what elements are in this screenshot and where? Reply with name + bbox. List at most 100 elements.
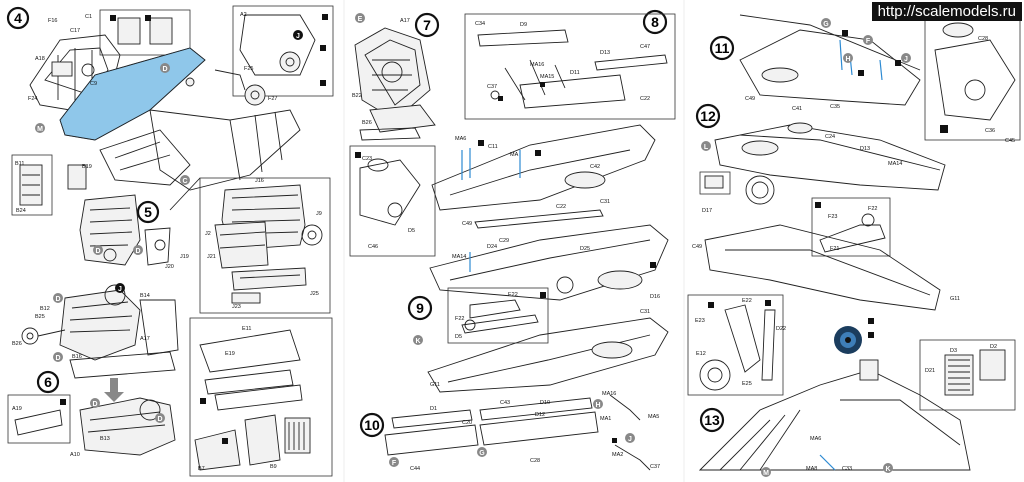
down-arrow-icon <box>104 378 124 402</box>
svg-text:C45: C45 <box>1005 138 1015 144</box>
svg-text:MA: MA <box>510 152 519 158</box>
step-number: 5 <box>144 204 152 220</box>
svg-text:D: D <box>157 416 162 423</box>
step-number: 10 <box>364 417 380 433</box>
svg-text:MA6: MA6 <box>810 436 821 442</box>
svg-text:M: M <box>763 470 769 477</box>
svg-text:F25: F25 <box>244 66 253 72</box>
svg-text:H: H <box>845 56 850 63</box>
svg-text:MA5: MA5 <box>648 414 659 420</box>
svg-text:C47: C47 <box>640 44 650 50</box>
svg-text:J23: J23 <box>232 304 241 310</box>
svg-text:MA14: MA14 <box>452 254 466 260</box>
svg-text:C28: C28 <box>530 458 540 464</box>
svg-text:D9: D9 <box>520 22 527 28</box>
svg-text:C44: C44 <box>410 466 420 472</box>
svg-text:D12: D12 <box>535 412 545 418</box>
svg-text:F: F <box>866 38 871 45</box>
svg-text:B12: B12 <box>40 306 50 312</box>
svg-text:J2: J2 <box>205 231 211 237</box>
svg-text:C35: C35 <box>830 104 840 110</box>
svg-text:E11: E11 <box>242 326 251 332</box>
svg-text:D11: D11 <box>570 70 580 76</box>
svg-text:J16: J16 <box>255 178 264 184</box>
svg-text:C23: C23 <box>362 156 372 162</box>
svg-text:D: D <box>92 401 97 408</box>
svg-text:D5: D5 <box>455 334 462 340</box>
svg-text:B26: B26 <box>12 341 22 347</box>
svg-text:C36: C36 <box>985 128 995 134</box>
svg-text:MA6: MA6 <box>455 136 466 142</box>
svg-text:B25: B25 <box>35 314 45 320</box>
svg-text:C49: C49 <box>745 96 755 102</box>
step-number: 4 <box>14 10 22 26</box>
svg-text:B19: B19 <box>82 164 92 170</box>
svg-text:J: J <box>904 56 908 63</box>
svg-text:L: L <box>704 144 709 151</box>
svg-text:C1: C1 <box>85 14 92 20</box>
svg-text:C49: C49 <box>692 244 702 250</box>
svg-text:E25: E25 <box>742 381 752 387</box>
svg-text:G: G <box>479 450 485 457</box>
svg-text:E: E <box>358 16 363 23</box>
step-12: 12 L MA14 C24 D13 D17 F23 F22 F21 C49 G1… <box>692 103 960 311</box>
svg-text:C29: C29 <box>499 238 509 244</box>
svg-text:F24: F24 <box>28 96 37 102</box>
svg-text:G11: G11 <box>950 296 960 302</box>
svg-text:D: D <box>162 66 167 73</box>
svg-text:J: J <box>296 33 300 40</box>
step-number: 9 <box>416 300 424 316</box>
step-number: 12 <box>700 108 716 124</box>
svg-text:J21: J21 <box>207 254 216 260</box>
svg-text:D5: D5 <box>408 228 415 234</box>
svg-text:A18: A18 <box>35 56 45 62</box>
step-8: 8 C34 D9 D13 C47 C22 MA16 MA15 C37 D11 M… <box>349 9 676 257</box>
svg-text:B26: B26 <box>362 120 372 126</box>
svg-text:B9: B9 <box>270 464 277 470</box>
svg-text:J19: J19 <box>180 254 189 260</box>
svg-text:D17: D17 <box>702 208 712 214</box>
svg-text:F27: F27 <box>268 96 277 102</box>
svg-text:K: K <box>885 466 890 473</box>
svg-text:C22: C22 <box>556 204 566 210</box>
step-10: 10 F G H J D1 C20 C44 D12 C28 C43 D10 MA… <box>359 391 660 472</box>
svg-text:C22: C22 <box>640 96 650 102</box>
svg-text:E22: E22 <box>508 292 518 298</box>
svg-text:C43: C43 <box>500 400 510 406</box>
step-number: 6 <box>44 374 52 390</box>
svg-text:MA8: MA8 <box>806 466 817 472</box>
svg-text:D25: D25 <box>580 246 590 252</box>
svg-text:D21: D21 <box>925 368 935 374</box>
svg-text:MA15: MA15 <box>540 74 554 80</box>
svg-text:D13: D13 <box>860 146 870 152</box>
step-number: 7 <box>423 17 431 33</box>
svg-text:C37: C37 <box>487 84 497 90</box>
svg-text:MA1: MA1 <box>600 416 611 422</box>
svg-text:E19: E19 <box>225 351 235 357</box>
svg-text:D13: D13 <box>600 50 610 56</box>
step-6: 6 D J D D D B14 B12 <box>7 283 333 477</box>
svg-text:H: H <box>595 402 600 409</box>
step-13: 13 E22 E23 E12 E25 D22 M K D3 D2 D21 <box>687 294 1016 477</box>
svg-text:F22: F22 <box>455 316 464 322</box>
svg-text:MA16: MA16 <box>530 62 544 68</box>
watermark-label: http://scalemodels.ru <box>871 2 1022 21</box>
svg-text:C28: C28 <box>978 36 988 42</box>
svg-text:B22: B22 <box>352 93 362 99</box>
svg-text:A17: A17 <box>400 18 410 24</box>
step-11: 11 G F H J C49 C41 C35 C28 C36 C45 <box>709 14 1021 144</box>
svg-text:MA14: MA14 <box>888 161 902 167</box>
svg-text:J20: J20 <box>165 264 174 270</box>
svg-text:A2: A2 <box>240 12 247 18</box>
svg-text:D22: D22 <box>776 326 786 332</box>
step-number: 8 <box>651 14 659 30</box>
svg-text:C34: C34 <box>475 21 485 27</box>
svg-text:J: J <box>628 436 632 443</box>
svg-text:B14: B14 <box>140 293 150 299</box>
step-9: 9 MA14 D24 C29 D25 D16 E22 F22 D5 K G11 … <box>407 224 669 393</box>
svg-text:J: J <box>118 286 122 293</box>
svg-text:E23: E23 <box>695 318 705 324</box>
svg-text:J25: J25 <box>310 291 319 297</box>
svg-text:A19: A19 <box>12 406 22 412</box>
